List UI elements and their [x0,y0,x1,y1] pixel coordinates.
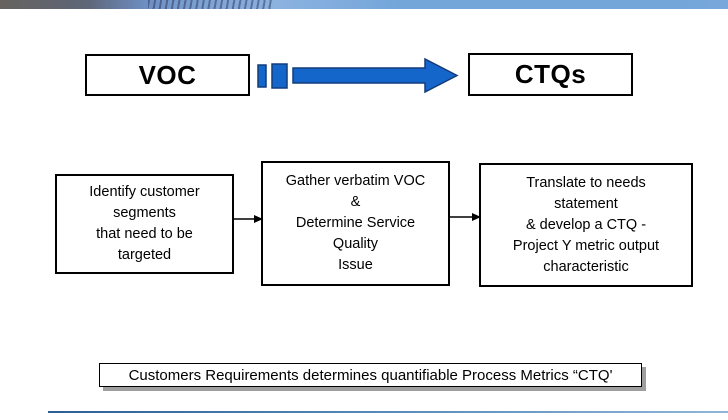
top-banner-strip [0,0,728,9]
connector-arrow-1-icon [232,215,263,223]
footer-summary-text: Customers Requirements determines quanti… [128,366,613,384]
process-box-line: & develop a CTQ - [525,216,647,233]
process-box-line: characteristic [543,258,629,275]
ctqs-title-label: CTQs [514,59,587,89]
connector-arrow-2-icon [448,213,481,221]
voc-title-box: VOC [85,54,250,96]
voc-title-label: VOC [138,59,197,90]
process-box-line: Quality [332,236,379,252]
voc-to-ctq-arrow-icon [257,57,459,94]
process-box-line: Gather verbatim VOC [285,173,426,189]
process-box-line: Identify customer [89,184,200,200]
process-box-line: segments [113,205,176,221]
process-box-line: statement [554,195,618,212]
process-box-line: Determine Service [295,215,416,231]
process-box-line: Issue [338,257,373,273]
process-box-line: Project Y metric output [512,237,660,254]
process-box-line: Translate to needs [526,174,646,191]
process-box-identify-segments: Identify customer segments that need to … [55,174,234,274]
top-banner-text-marks [148,0,272,9]
process-box-line: & [350,194,361,210]
process-box-translate-needs: Translate to needs statement & develop a… [479,163,693,287]
bottom-rule-line [48,411,728,413]
process-box-gather-voc: Gather verbatim VOC & Determine Service … [261,161,450,286]
footer-summary-banner: Customers Requirements determines quanti… [99,363,642,387]
process-box-line: that need to be [96,226,193,242]
process-box-line: targeted [117,247,172,263]
ctqs-title-box: CTQs [468,53,633,96]
